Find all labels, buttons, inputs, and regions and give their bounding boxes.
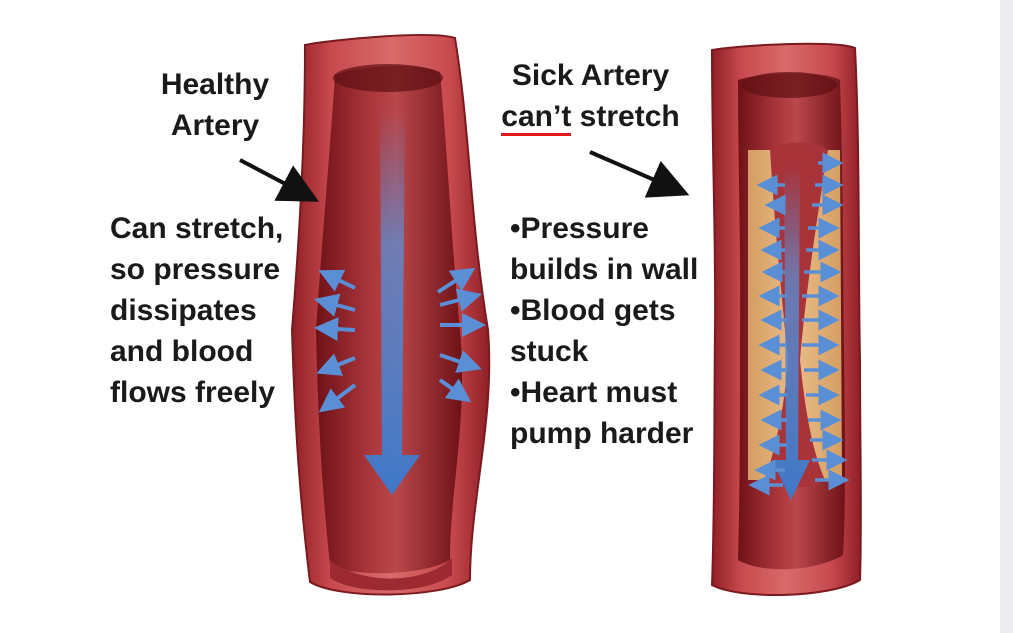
sick-title-line1: Sick Artery: [468, 55, 713, 96]
sick-bullet-line: pump harder: [510, 413, 698, 454]
healthy-description: Can stretch, so pressure dissipates and …: [110, 208, 283, 413]
cant-underlined: can’t: [501, 100, 571, 136]
healthy-title-line2: Artery: [140, 105, 290, 146]
sick-title-line2: can’t stretch: [468, 96, 713, 137]
sick-bullet-line: stuck: [510, 331, 698, 372]
healthy-title: Healthy Artery: [140, 64, 290, 146]
sick-bullet-line: •Heart must: [510, 372, 698, 413]
sick-bullet-line: •Pressure: [510, 208, 698, 249]
sick-artery: [712, 44, 861, 595]
stretch-text: stretch: [571, 100, 679, 133]
sick-bullet-line: •Blood gets: [510, 290, 698, 331]
healthy-desc-line: flows freely: [110, 372, 283, 413]
sick-bullet-line: builds in wall: [510, 249, 698, 290]
healthy-desc-line: and blood: [110, 331, 283, 372]
healthy-desc-line: Can stretch,: [110, 208, 283, 249]
sick-bullets: •Pressure builds in wall •Blood gets stu…: [510, 208, 698, 454]
sick-pointer-arrow: [590, 152, 682, 192]
sick-title: Sick Artery can’t stretch: [468, 55, 713, 137]
healthy-desc-line: so pressure: [110, 249, 283, 290]
healthy-title-line1: Healthy: [140, 64, 290, 105]
healthy-artery: [292, 35, 489, 595]
healthy-desc-line: dissipates: [110, 290, 283, 331]
